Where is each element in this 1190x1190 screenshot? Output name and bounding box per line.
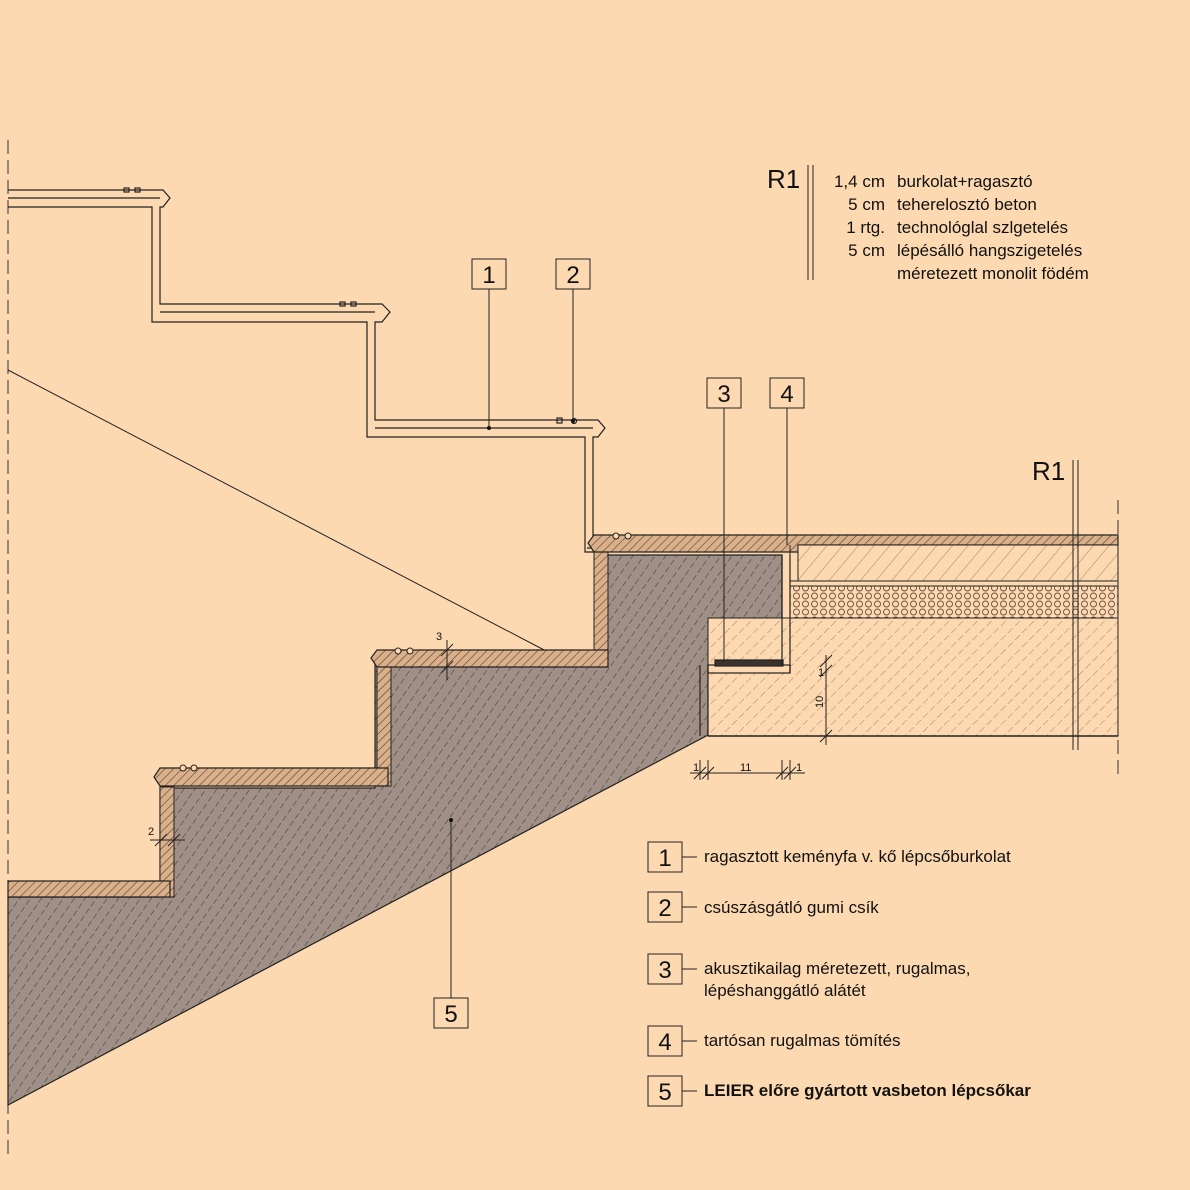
legend-text-3: akusztikailag méretezett, rugalmas, [704, 959, 970, 978]
dimension-lines [150, 640, 833, 847]
upper-stair-outline [8, 187, 606, 553]
precast-stair-flight [7, 554, 783, 1106]
anti-slip-strips [179, 532, 632, 772]
landing-floor [707, 544, 1119, 737]
layer-thickness: 1 rtg. [846, 218, 885, 237]
callout-1: 1 [482, 262, 495, 289]
legend [647, 841, 697, 1107]
layer-name: méretezett monolit födém [897, 264, 1089, 283]
support-recess [699, 555, 791, 736]
dim-gap-right: 1 [796, 762, 802, 774]
callout-2: 2 [566, 262, 579, 289]
dim-riser-gap: 2 [148, 826, 154, 838]
layer-table: R1 1,4 cm burkolat+ragasztó 5 cm teherel… [767, 164, 1089, 283]
layer-name: lépésálló hangszigetelés [897, 241, 1082, 260]
layer-thickness: 5 cm [848, 195, 885, 214]
dim-gap-vertical: 10 [814, 696, 826, 708]
callout-4: 4 [780, 381, 793, 408]
layer-name: technológlal szlgetelés [897, 218, 1068, 237]
dim-gap-left: 1 [693, 762, 699, 774]
layer-name: burkolat+ragasztó [897, 172, 1033, 191]
section-line-r1 [1072, 460, 1079, 750]
dim-gap-width: 11 [740, 762, 751, 774]
legend-num-1: 1 [658, 845, 671, 872]
riser-facing-3 [593, 551, 609, 666]
legend-num-2: 2 [658, 895, 671, 922]
layer-name: teherelosztó beton [897, 195, 1037, 214]
legend-text-5: LEIER előre gyártott vasbeton lépcsőkar [704, 1081, 1031, 1100]
layer-thickness: 5 cm [848, 241, 885, 260]
dim-tread-overhang: 3 [436, 631, 442, 643]
callout-5: 5 [444, 1001, 457, 1028]
callouts [433, 258, 805, 1029]
legend-num-5: 5 [658, 1079, 671, 1106]
legend-text-4: tartósan rugalmas tömítés [704, 1031, 901, 1050]
callout-3: 3 [717, 381, 730, 408]
layer-table-title: R1 [767, 164, 800, 194]
layer-thickness: 1,4 cm [834, 172, 885, 191]
legend-text-2: csúszásgátló gumi csík [704, 898, 879, 917]
legend-num-3: 3 [658, 957, 671, 984]
legend-num-4: 4 [658, 1029, 671, 1056]
section-mark-r1: R1 [1032, 456, 1065, 486]
legend-text-1: ragasztott keményfa v. kő lépcsőburkolat [704, 847, 1011, 866]
soffit-line [7, 369, 549, 653]
legend-text-3b: lépéshanggátló alátét [704, 981, 866, 1000]
dim-gap-vertical-top: 1 [818, 667, 824, 679]
